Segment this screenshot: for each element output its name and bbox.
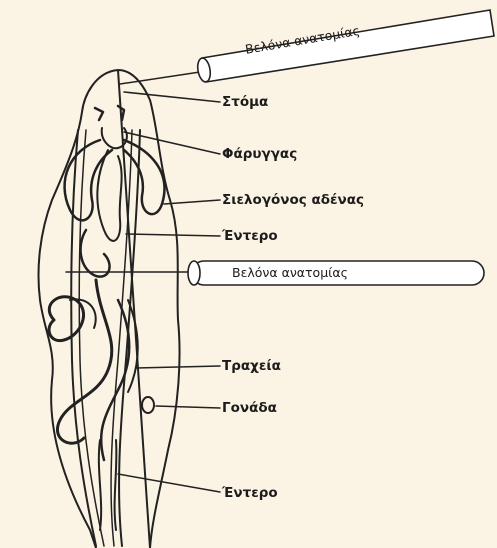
gut-coil-left xyxy=(49,297,84,341)
needle-upper xyxy=(196,10,494,83)
leader-gonad xyxy=(156,406,220,408)
label-intestine-lower: Έντερο xyxy=(222,485,278,501)
leader-intestine-lower xyxy=(118,474,220,492)
body-outline xyxy=(39,70,180,548)
label-intestine-upper: Έντερο xyxy=(222,228,278,244)
central-organs xyxy=(97,150,121,241)
leader-trachea xyxy=(136,366,220,368)
label-mouth: Στόμα xyxy=(222,94,268,110)
leader-salivary-gland xyxy=(164,200,220,204)
gonad-organ xyxy=(142,397,154,413)
label-trachea: Τραχεία xyxy=(222,358,281,374)
label-salivary-gland: Σιελογόνος αδένας xyxy=(222,192,364,208)
mouth-hooks xyxy=(95,106,124,120)
leader-intestine-upper xyxy=(126,234,220,236)
needle-middle-label: Βελόνα ανατομίας xyxy=(232,265,348,281)
label-pharynx: Φάρυγγας xyxy=(222,146,297,162)
label-gonad: Γονάδα xyxy=(222,400,277,416)
leader-mouth xyxy=(124,92,220,102)
